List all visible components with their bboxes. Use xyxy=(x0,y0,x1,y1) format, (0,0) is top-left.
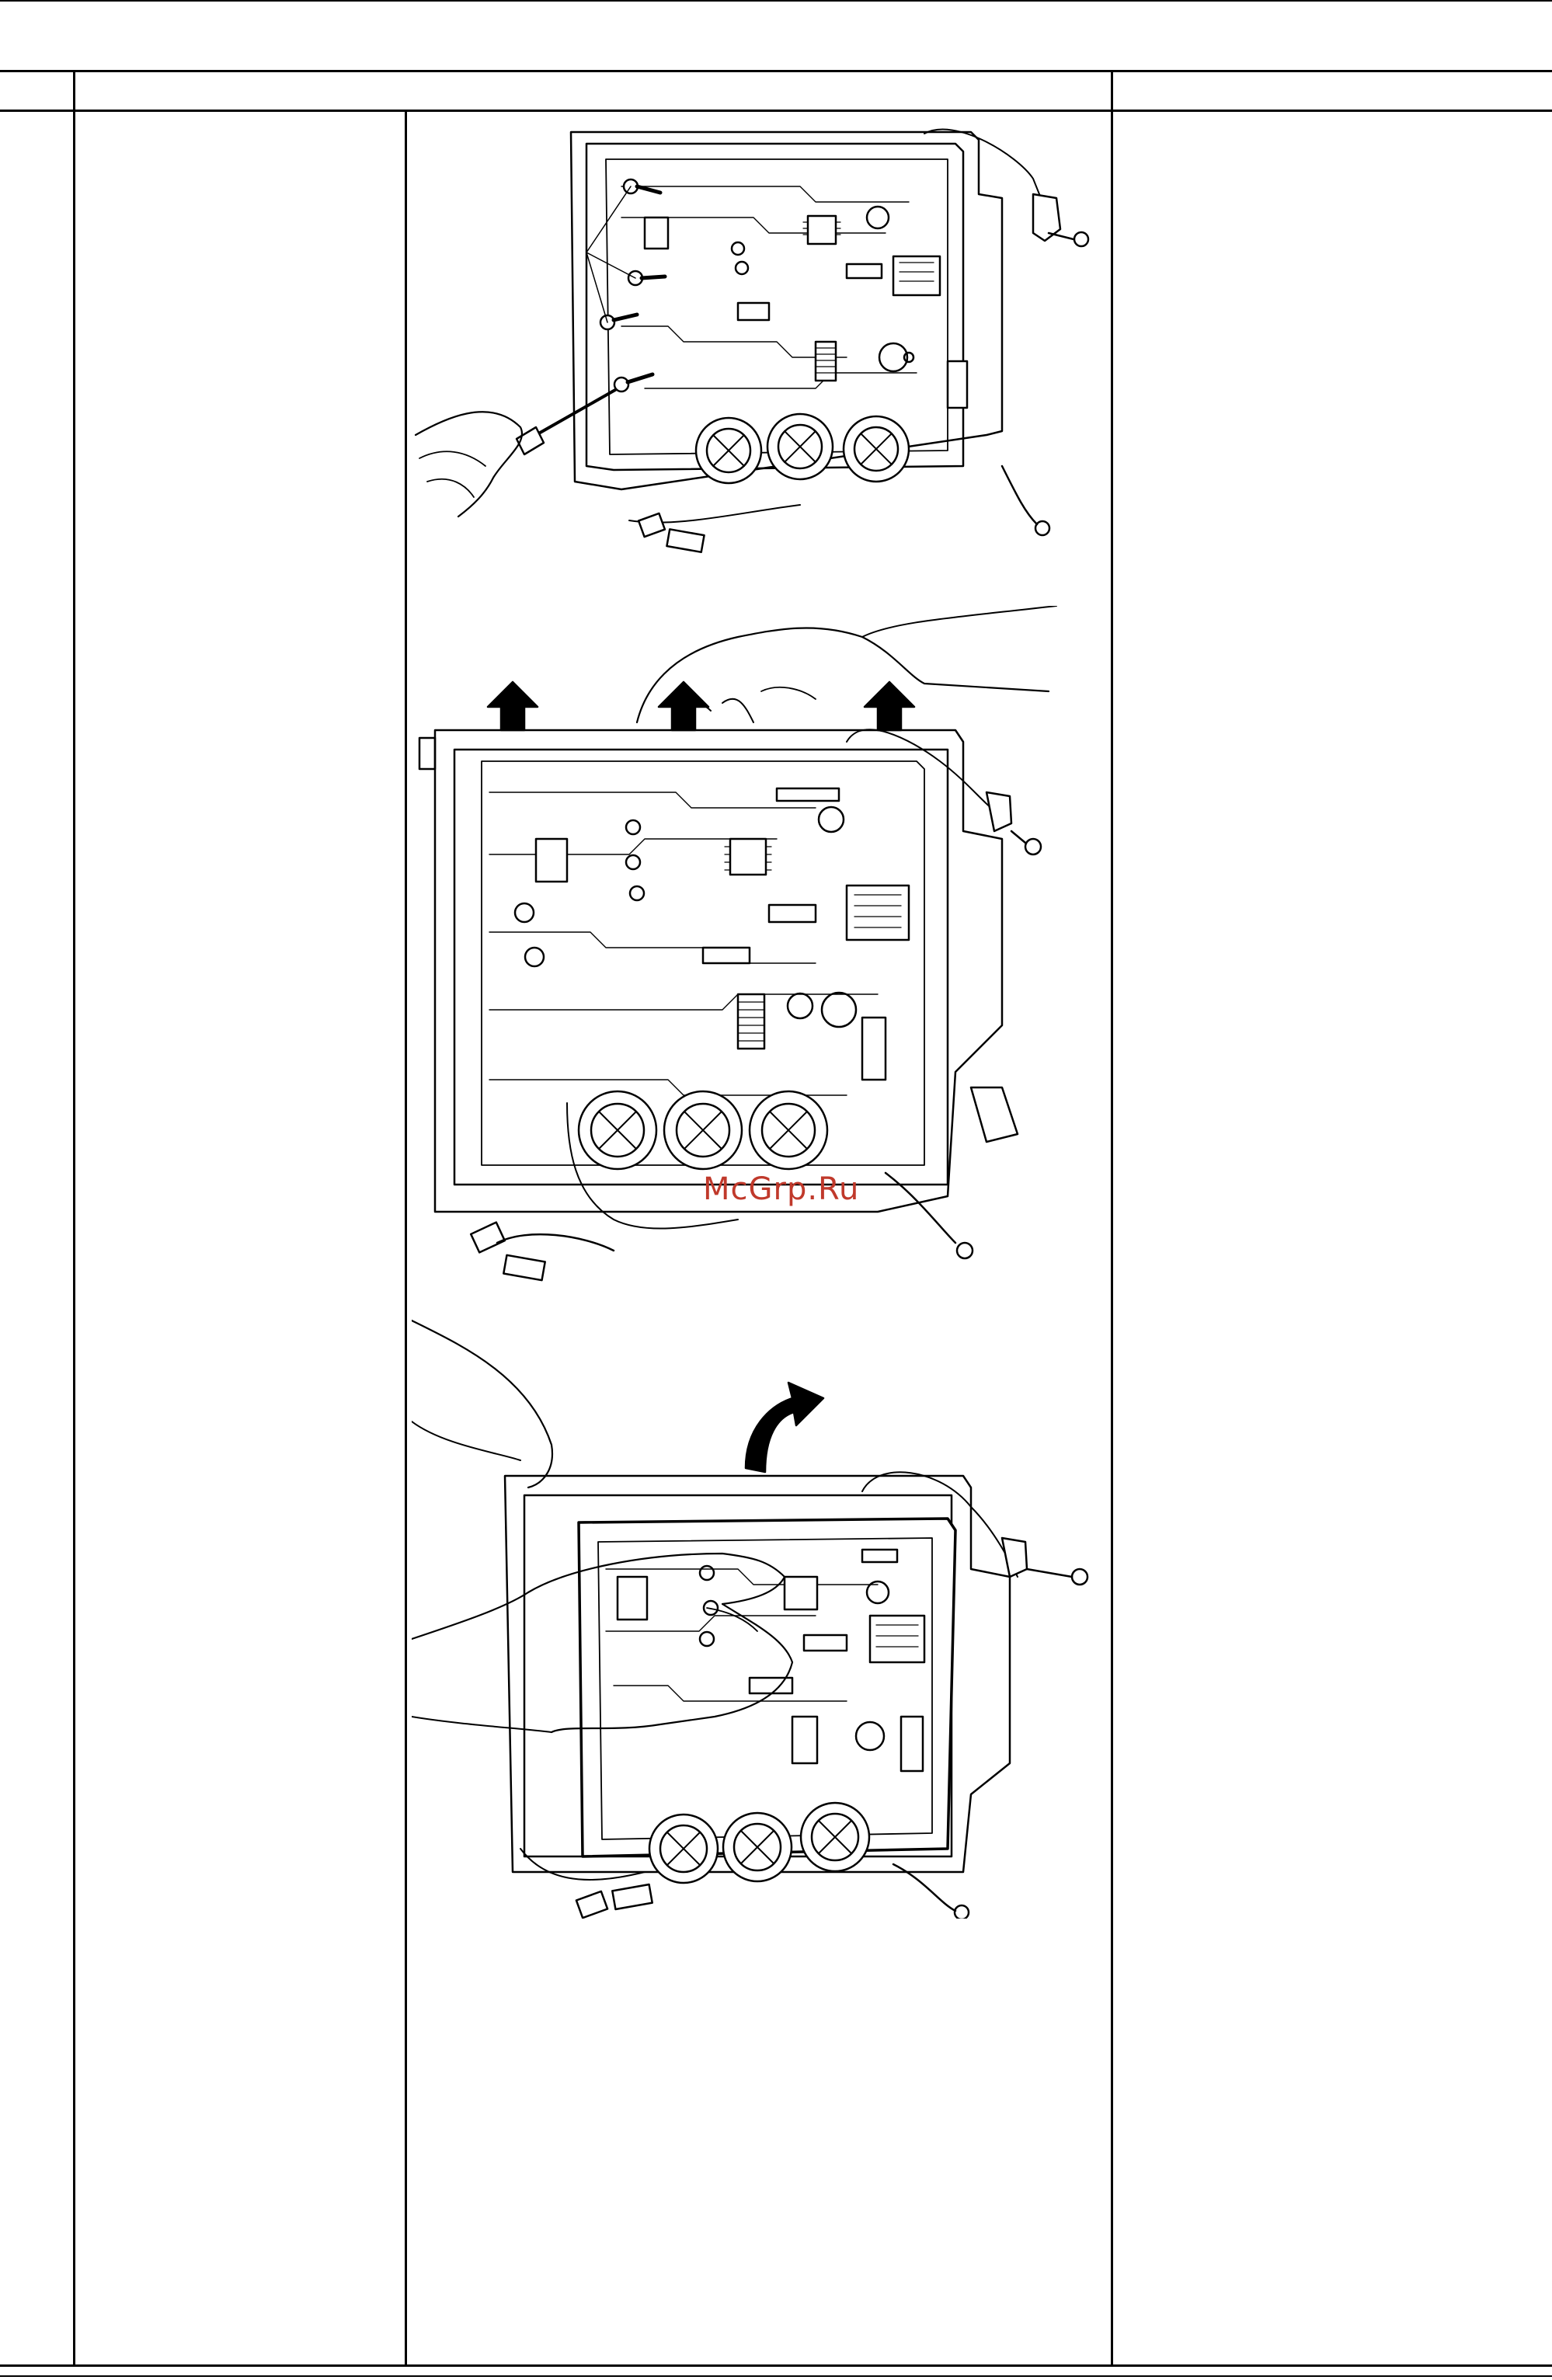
footer-rule xyxy=(0,2375,1552,2377)
divider-col-1 xyxy=(73,70,75,2367)
header-top-border xyxy=(0,70,1552,72)
figure-remove-screws xyxy=(412,124,1111,559)
divider-procedure xyxy=(405,111,407,2367)
hand-icon xyxy=(416,412,522,517)
divider-col-2 xyxy=(1111,70,1113,2367)
pcb-icon xyxy=(571,130,1088,552)
figure-lift-board xyxy=(412,1313,1111,1919)
pcb-icon xyxy=(505,1472,1087,1919)
header-bottom-border xyxy=(0,110,1552,112)
top-rule xyxy=(0,0,1552,2)
watermark: McGrp.Ru xyxy=(703,1171,859,1207)
up-arrow-icon xyxy=(488,682,914,730)
curved-arrow-icon xyxy=(746,1383,823,1472)
hand-icon xyxy=(637,606,1056,722)
table-bottom-border xyxy=(0,2364,1552,2367)
